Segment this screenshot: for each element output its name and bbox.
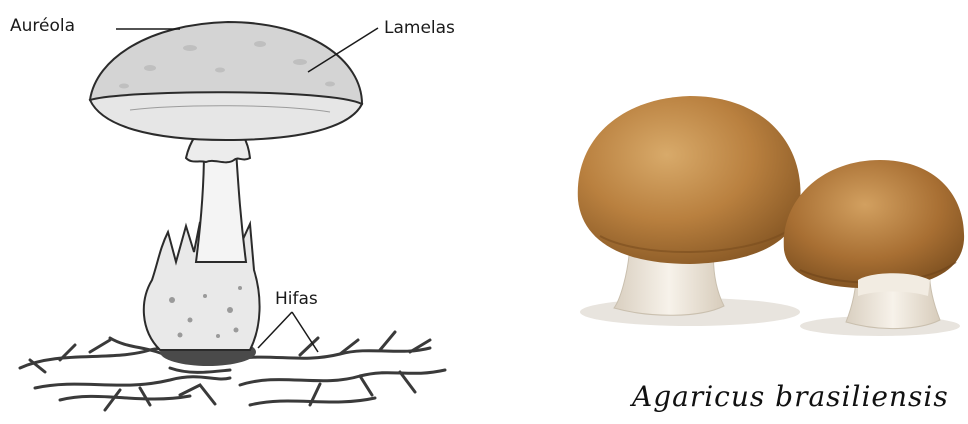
label-hifas: Hifas [275, 289, 318, 309]
hifas-leader-line-1 [292, 312, 318, 352]
species-caption: Agaricus brasiliensis [632, 380, 949, 413]
mushroom-diagram [20, 22, 445, 410]
mushroom-photo [578, 96, 964, 336]
label-lamelas: Lamelas [384, 18, 455, 38]
left-mushroom-cap [578, 96, 801, 264]
label-aureola: Auréola [10, 16, 75, 36]
hifas-leader-line-2 [258, 312, 292, 348]
gills-lamelas [90, 92, 362, 140]
right-mushroom-cap [784, 160, 964, 288]
